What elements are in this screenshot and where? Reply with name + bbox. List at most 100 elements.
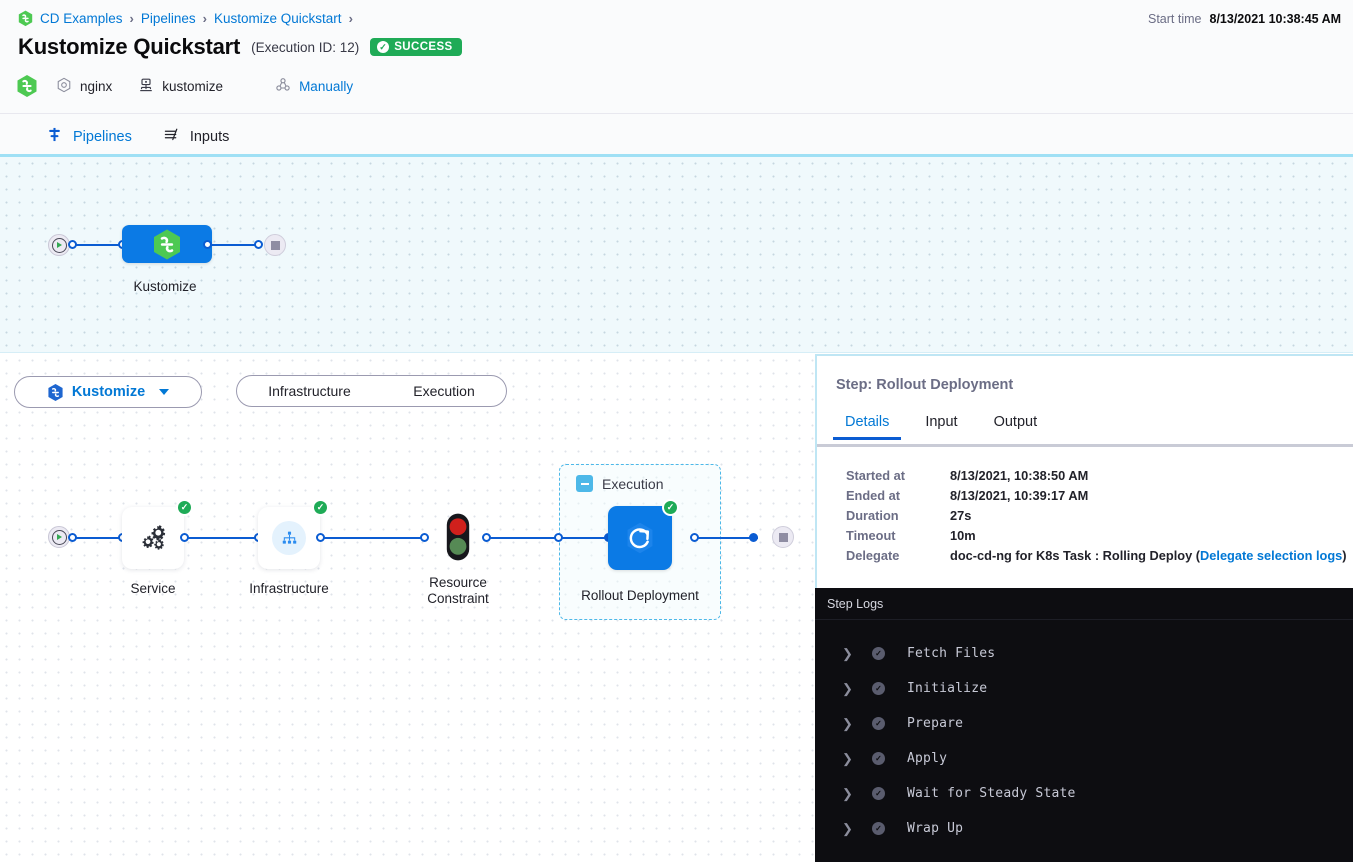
step-tab-details[interactable]: Details [833, 414, 902, 440]
tab-pipelines[interactable]: Pipelines [31, 127, 148, 157]
graph-edge [76, 537, 122, 539]
start-time-value: 8/13/2021 10:38:45 AM [1209, 12, 1342, 26]
detail-value: 8/13/2021, 10:39:17 AM [950, 488, 1089, 503]
breadcrumb-separator: › [202, 11, 208, 26]
step-tab-infrastructure[interactable]: Infrastructure [268, 383, 351, 399]
graph-edge [188, 537, 258, 539]
exec-node-rollout-deployment[interactable] [608, 506, 672, 570]
meta-infrastructure: kustomize [138, 77, 223, 96]
step-group-selector[interactable]: Infrastructure Execution [236, 375, 507, 407]
graph-edge [211, 244, 258, 246]
execution-group-header[interactable]: Execution [576, 475, 663, 492]
chevron-right-icon[interactable]: ❯ [842, 820, 853, 836]
exec-node-service-label: Service [130, 581, 176, 596]
stage-node-label: Kustomize [133, 279, 197, 294]
status-badge: ✓ SUCCESS [370, 38, 462, 56]
page-title: Kustomize Quickstart [18, 34, 241, 59]
log-row[interactable]: ❯ ✓ Prepare [815, 706, 1353, 741]
exec-node-resource-constraint-label: Resource Constraint [427, 575, 489, 606]
main-tabs: Pipelines Inputs [0, 114, 1353, 157]
log-row-label: Wrap Up [907, 821, 964, 836]
trigger-icon [275, 77, 291, 96]
graph-edge [490, 537, 614, 539]
delegate-text: doc-cd-ng for K8s Task : Rolling Deploy … [950, 548, 1201, 563]
play-icon [51, 529, 67, 545]
log-row[interactable]: ❯ ✓ Wrap Up [815, 811, 1353, 846]
detail-key: Duration [846, 508, 899, 523]
detail-value: 10m [950, 528, 976, 543]
graph-start-node[interactable] [48, 234, 70, 256]
stage-selector-label: Kustomize [71, 384, 146, 400]
log-row[interactable]: ❯ ✓ Fetch Files [815, 636, 1353, 671]
pipeline-icon [47, 127, 62, 146]
meta-trigger[interactable]: Manually [275, 77, 353, 96]
kustomize-hexagon-icon [48, 383, 63, 401]
exec-end-node[interactable] [772, 526, 794, 548]
log-row-label: Apply [907, 751, 948, 766]
execution-id: (Execution ID: 12) [251, 39, 360, 55]
graph-end-node[interactable] [264, 234, 286, 256]
step-logs-list: ❯ ✓ Fetch Files ❯ ✓ Initialize ❯ ✓ Prepa… [815, 620, 1353, 846]
execution-group-label: Execution [602, 475, 664, 492]
step-tab-divider [817, 444, 1353, 447]
stage-node-kustomize[interactable] [122, 225, 212, 263]
log-row-label: Wait for Steady State [907, 786, 1076, 801]
chevron-right-icon[interactable]: ❯ [842, 750, 853, 766]
chevron-right-icon[interactable]: ❯ [842, 785, 853, 801]
delegate-selection-logs-link[interactable]: Delegate selection logs [1200, 548, 1343, 563]
infrastructure-tree-icon [272, 521, 306, 555]
step-panel-title: Step: Rollout Deployment [836, 377, 1014, 393]
harness-hexagon-icon [17, 75, 37, 97]
infrastructure-icon [138, 77, 154, 96]
step-logs-panel[interactable]: Step Logs ❯ ✓ Fetch Files ❯ ✓ Initialize… [815, 588, 1353, 862]
step-tab-output[interactable]: Output [993, 414, 1038, 430]
step-tab-input[interactable]: Input [925, 414, 958, 430]
log-row[interactable]: ❯ ✓ Apply [815, 741, 1353, 776]
detail-row-delegate: Delegate doc-cd-ng for K8s Task : Rollin… [846, 546, 1347, 566]
status-success-icon: ✓ [872, 822, 885, 835]
status-success-icon: ✓ [176, 499, 193, 516]
breadcrumb-item-cd-examples[interactable]: CD Examples [40, 11, 123, 26]
meta-infrastructure-label: kustomize [162, 78, 224, 94]
meta-trigger-label[interactable]: Manually [299, 78, 354, 94]
stage-selector-button[interactable]: Kustomize [14, 376, 202, 408]
log-row[interactable]: ❯ ✓ Wait for Steady State [815, 776, 1353, 811]
detail-key: Delegate [846, 548, 900, 563]
step-details-list: Started at 8/13/2021, 10:38:50 AM Ended … [846, 466, 1347, 566]
log-row-label: Prepare [907, 716, 964, 731]
execution-meta-row: nginx kustomize [16, 74, 353, 98]
breadcrumb-item-kustomize-quickstart[interactable]: Kustomize Quickstart [214, 11, 342, 26]
detail-value: 27s [950, 508, 972, 523]
detail-row-timeout: Timeout 10m [846, 526, 1347, 546]
rollout-refresh-icon [627, 522, 653, 554]
chevron-right-icon[interactable]: ❯ [842, 680, 853, 696]
detail-key: Timeout [846, 528, 896, 543]
status-success-icon: ✓ [872, 752, 885, 765]
log-row-label: Fetch Files [907, 646, 996, 661]
status-badge-label: SUCCESS [394, 41, 453, 53]
status-success-icon: ✓ [312, 499, 329, 516]
exec-node-infrastructure[interactable] [258, 507, 320, 569]
chevron-right-icon[interactable]: ❯ [842, 715, 853, 731]
pipeline-graph-canvas[interactable]: ✓ Kustomize [0, 157, 1353, 353]
exec-node-rollout-deployment-label: Rollout Deployment [581, 588, 699, 603]
minus-icon[interactable] [576, 475, 593, 492]
step-tab-execution[interactable]: Execution [413, 383, 475, 399]
breadcrumb-separator: › [348, 11, 353, 26]
tab-underline [0, 154, 1353, 157]
execution-graph-canvas[interactable]: Kustomize Infrastructure Execution Execu… [0, 354, 815, 862]
exec-start-node[interactable] [48, 526, 70, 548]
log-row[interactable]: ❯ ✓ Initialize [815, 671, 1353, 706]
exec-node-resource-constraint[interactable] [444, 512, 472, 567]
harness-logo [16, 74, 38, 98]
breadcrumb-item-pipelines[interactable]: Pipelines [140, 11, 196, 26]
breadcrumb-separator: › [129, 11, 134, 26]
status-success-icon: ✓ [662, 499, 679, 516]
exec-node-service[interactable] [122, 507, 184, 569]
tab-inputs[interactable]: Inputs [148, 127, 246, 157]
chevron-down-icon [159, 389, 170, 395]
check-icon: ✓ [377, 41, 390, 53]
detail-row-ended-at: Ended at 8/13/2021, 10:39:17 AM [846, 486, 1347, 506]
chevron-right-icon[interactable]: ❯ [842, 645, 853, 661]
detail-row-duration: Duration 27s [846, 506, 1347, 526]
